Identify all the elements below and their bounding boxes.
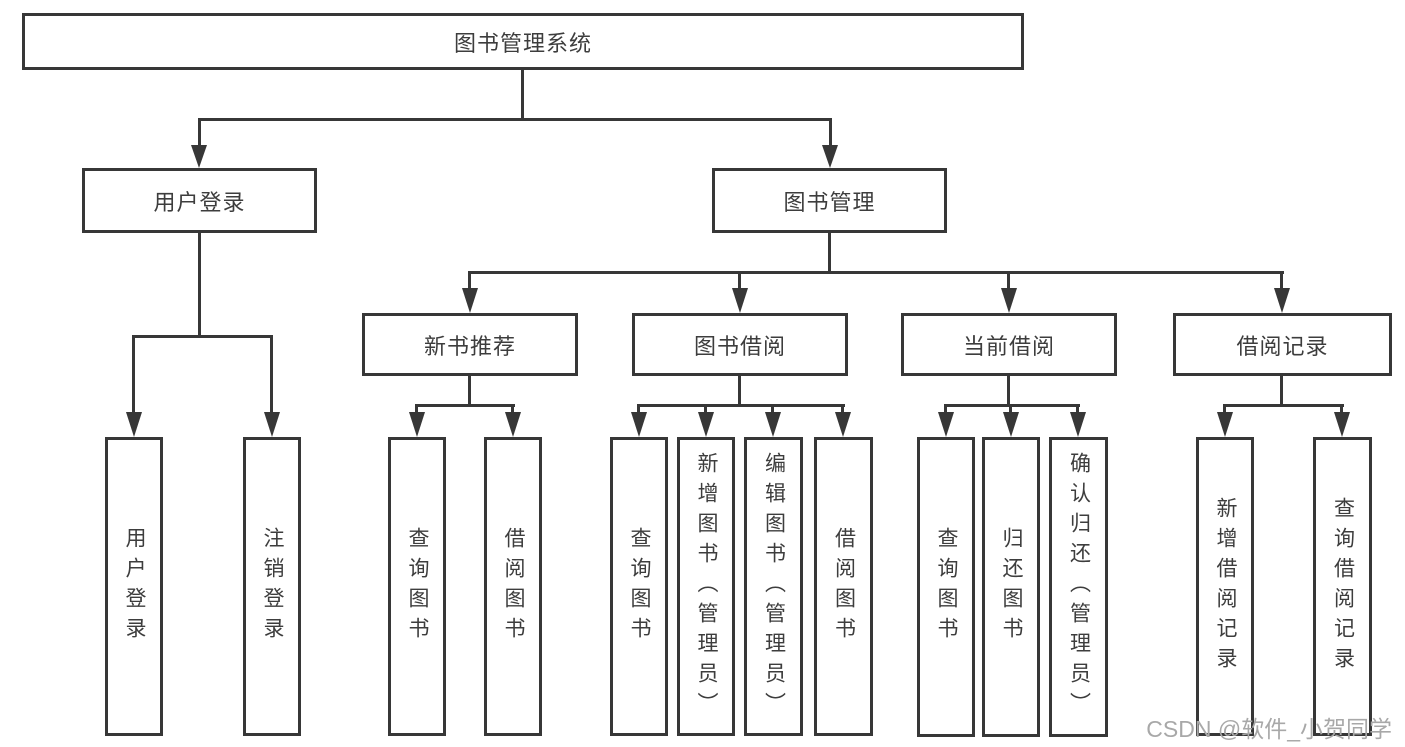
arrow-down-icon — [1334, 412, 1350, 437]
arrow-down-icon — [462, 288, 478, 313]
arrow-down-icon — [732, 288, 748, 313]
connector-line — [1223, 404, 1344, 407]
arrow-down-icon — [938, 412, 954, 437]
connector-line — [415, 404, 418, 415]
arrow-down-icon — [1001, 288, 1017, 313]
connector-line — [771, 404, 774, 415]
leaf-return-book: 归还图书 — [982, 437, 1040, 737]
node-book-borrow: 图书借阅 — [632, 313, 848, 376]
connector-line — [738, 271, 741, 291]
arrow-down-icon — [505, 412, 521, 437]
arrow-down-icon — [631, 412, 647, 437]
node-current-borrow: 当前借阅 — [901, 313, 1117, 376]
connector-line — [1007, 375, 1010, 407]
connector-line — [637, 404, 845, 407]
arrow-down-icon — [1070, 412, 1086, 437]
connector-line — [1007, 271, 1010, 291]
connector-line — [198, 233, 201, 335]
watermark-text: CSDN @软件_小贺同学 — [1146, 716, 1392, 742]
leaf-query-books-borrow: 查询图书 — [610, 437, 668, 736]
connector-line — [132, 335, 135, 414]
arrow-down-icon — [835, 412, 851, 437]
connector-line — [829, 118, 832, 147]
connector-line — [468, 375, 471, 407]
connector-line — [1280, 375, 1283, 407]
arrow-down-icon — [1217, 412, 1233, 437]
node-library-management-system: 图书管理系统 — [22, 13, 1024, 70]
leaf-edit-book-admin: 编辑图书（管理员） — [744, 437, 803, 736]
connector-line — [841, 404, 844, 415]
connector-line — [1340, 404, 1343, 415]
arrow-down-icon — [822, 145, 838, 168]
arrow-down-icon — [1003, 412, 1019, 437]
leaf-borrow-books: 借阅图书 — [814, 437, 873, 736]
leaf-confirm-return-admin: 确认归还（管理员） — [1049, 437, 1108, 737]
connector-line — [468, 271, 471, 291]
connector-line — [415, 404, 515, 407]
connector-line — [828, 233, 831, 274]
arrow-down-icon — [191, 145, 207, 168]
connector-line — [511, 404, 514, 415]
arrow-down-icon — [765, 412, 781, 437]
connector-line — [1223, 404, 1226, 415]
arrow-down-icon — [409, 412, 425, 437]
connector-line — [738, 375, 741, 407]
node-user-login: 用户登录 — [82, 168, 317, 233]
connector-line — [132, 335, 273, 338]
connector-line — [637, 404, 640, 415]
connector-line — [704, 404, 707, 415]
connector-line — [944, 404, 947, 415]
arrow-down-icon — [698, 412, 714, 437]
connector-line — [1280, 271, 1283, 291]
leaf-borrow-books-recommend: 借阅图书 — [484, 437, 542, 736]
connector-line — [198, 118, 201, 147]
connector-line — [1009, 404, 1012, 415]
connector-line — [468, 271, 1284, 274]
arrow-down-icon — [264, 412, 280, 437]
node-book-management: 图书管理 — [712, 168, 947, 233]
leaf-logout: 注销登录 — [243, 437, 301, 736]
leaf-query-books-recommend: 查询图书 — [388, 437, 446, 736]
connector-line — [270, 335, 273, 414]
connector-line — [521, 69, 524, 118]
arrow-down-icon — [126, 412, 142, 437]
connector-line — [1076, 404, 1079, 415]
arrow-down-icon — [1274, 288, 1290, 313]
connector-line — [198, 118, 832, 121]
connector-line — [944, 404, 1080, 407]
node-borrow-records: 借阅记录 — [1173, 313, 1392, 376]
leaf-user-login: 用户登录 — [105, 437, 163, 736]
leaf-add-book-admin: 新增图书（管理员） — [677, 437, 735, 736]
leaf-query-books-current: 查询图书 — [917, 437, 975, 737]
node-new-book-recommend: 新书推荐 — [362, 313, 578, 376]
leaf-add-borrow-record: 新增借阅记录 — [1196, 437, 1254, 736]
leaf-query-borrow-record: 查询借阅记录 — [1313, 437, 1372, 736]
